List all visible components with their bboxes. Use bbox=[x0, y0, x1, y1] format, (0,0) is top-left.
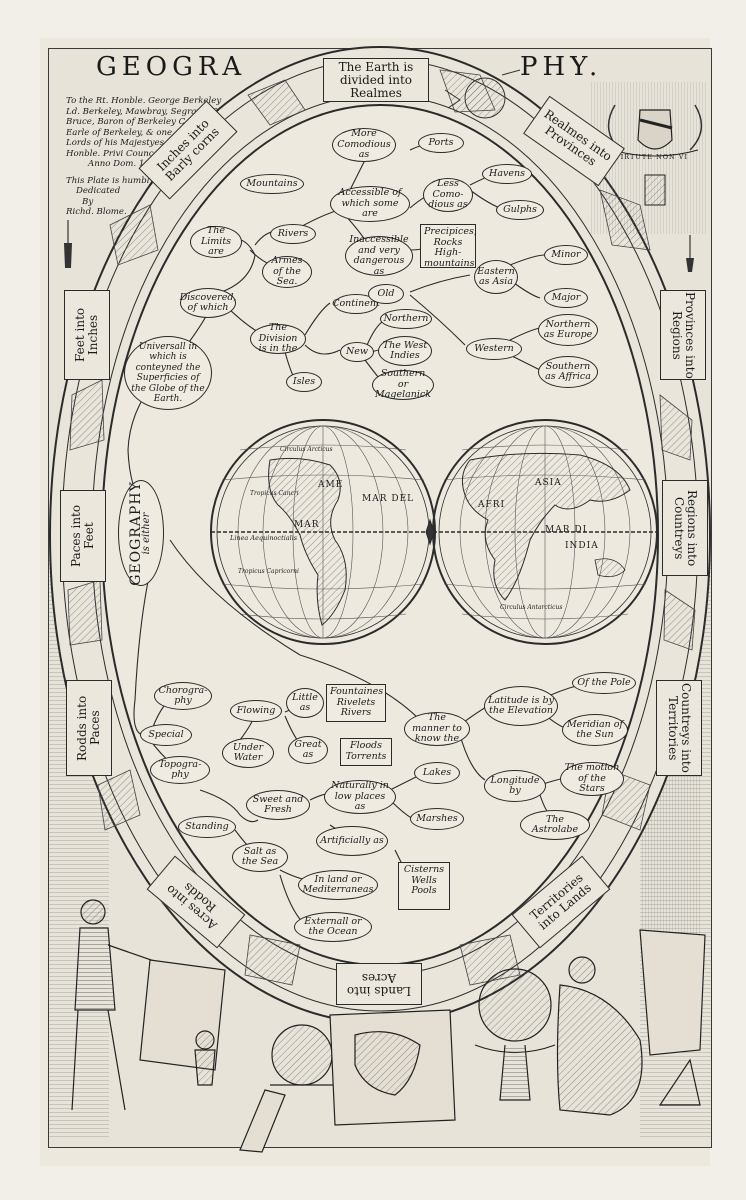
cartouche-regions-into-countreys: Regions into Countreys bbox=[662, 480, 708, 576]
bubble-topography: Topogra-phy bbox=[150, 756, 210, 784]
cartouche-paces-into-feet: Paces into Feet bbox=[60, 490, 106, 582]
bubble-sweet-fresh: Sweet and Fresh bbox=[246, 790, 310, 820]
bubble-northern: Northern bbox=[380, 309, 432, 329]
bubble-under-water: Under Water bbox=[222, 738, 274, 768]
bubble-inaccessible: Inaccessible and very dangerous as bbox=[345, 236, 413, 276]
bubble-artificially: Artificially as bbox=[316, 826, 388, 856]
box-fountaines: Fountaines Rivelets Rivers bbox=[326, 684, 386, 722]
bubble-accessible: Accessible of which some are bbox=[330, 186, 410, 222]
bubble-marshes: Marshes bbox=[410, 808, 464, 830]
cartouche-countreys-into-territories: Countreys into Territories bbox=[656, 680, 702, 776]
box-cisterns: Cisterns Wells Pools bbox=[398, 862, 450, 910]
bubble-mountains: Mountains bbox=[240, 174, 304, 194]
bubble-rivers: Rivers bbox=[270, 224, 316, 244]
map-label-asia: ASIA bbox=[535, 478, 562, 488]
box-precipices: Precipices, Rocks High-mountains bbox=[420, 224, 476, 268]
bubble-latitude: Latitude is by the Elevation bbox=[484, 686, 558, 726]
bubble-chorography: Chorogra-phy bbox=[154, 682, 212, 710]
cartouche-feet-into-inches: Feet into Inches bbox=[64, 290, 110, 380]
bubble-meridian: Meridian of the Sun bbox=[562, 714, 628, 746]
bubble-southern-affrica: Southern as Affrica bbox=[538, 356, 598, 388]
bubble-astrolabe: The Astrolabe bbox=[520, 810, 590, 840]
dedication-line: By bbox=[66, 197, 218, 208]
bubble-havens: Havens bbox=[482, 164, 532, 184]
bubble-longitude: Longitude by bbox=[484, 770, 546, 802]
bubble-armes-of-sea: Armes of the Sea. bbox=[262, 256, 312, 288]
bubble-special: Special bbox=[140, 724, 192, 746]
map-label-mar: MAR bbox=[294, 520, 320, 530]
bubble-great: Great as bbox=[288, 736, 328, 764]
shield-icon bbox=[638, 110, 672, 149]
map-label-america: AME bbox=[318, 480, 343, 490]
dedication-line: To the Rt. Honble. George Berkeley bbox=[66, 96, 218, 107]
bubble-the-limits: The Limits are bbox=[190, 226, 242, 258]
map-label-tropicus-capricorni: Tropicus Capricorni bbox=[238, 568, 299, 575]
dedication-line: Richd. Blome. bbox=[66, 207, 218, 218]
bubble-of-the-pole: Of the Pole bbox=[572, 672, 636, 694]
bubble-old: Old bbox=[368, 284, 404, 304]
map-label-india: INDIA bbox=[565, 541, 599, 551]
bubble-more-comodious: More Comodious as bbox=[332, 128, 396, 162]
map-label-afri: AFRI bbox=[478, 500, 505, 510]
bubble-salt-sea: Salt as the Sea bbox=[232, 842, 288, 872]
bubble-flowing: Flowing bbox=[230, 700, 282, 722]
motto-text: VIRTUTE NON VI bbox=[615, 153, 688, 161]
bubble-west-indies: The West Indies bbox=[378, 336, 432, 366]
bubble-standing: Standing bbox=[178, 816, 236, 838]
bubble-isles: Isles bbox=[286, 372, 322, 392]
cartouche-rodds-into-paces: Rodds into Paces bbox=[66, 680, 112, 776]
cartouche-provinces-into-regions: Provinces into Regions bbox=[660, 290, 706, 380]
bubble-the-division: The Division is in the bbox=[250, 324, 306, 354]
map-label-circulus-arcticus: Circulus Arcticus bbox=[280, 446, 333, 453]
bubble-lakes: Lakes bbox=[414, 762, 460, 784]
bubble-manner: The manner to know the bbox=[404, 712, 470, 746]
map-label-mar-del: MAR DEL bbox=[362, 494, 414, 504]
bubble-inland: In land or Mediterraneas bbox=[298, 870, 378, 900]
bubble-motion-of-stars: The motion of the Stars bbox=[560, 762, 624, 796]
bubble-ports: Ports bbox=[418, 133, 464, 153]
bubble-little: Little as bbox=[286, 688, 324, 718]
cartouche-lands-into-acres: Lands into Acres bbox=[336, 963, 422, 1005]
geography-oval: GEOGRAPHY is either bbox=[118, 480, 164, 586]
bubble-externall: Externall or the Ocean bbox=[294, 912, 372, 942]
bubble-naturally: Naturally in low places as bbox=[324, 780, 396, 814]
bubble-minor: Minor bbox=[544, 245, 588, 265]
dedication-line: This Plate is humbly bbox=[66, 176, 218, 187]
bubble-major: Major bbox=[544, 288, 588, 308]
map-label-mar-di: MAR DI bbox=[545, 525, 587, 535]
tassel-decoration bbox=[64, 220, 72, 268]
cartouche-earth-into-realmes: The Earth is divided into Realmes bbox=[323, 58, 429, 102]
bubble-northern-europe: Northern as Europe bbox=[538, 314, 598, 346]
bubble-new: New bbox=[340, 342, 374, 362]
map-label-circulus-antarcticus: Circulus Antarcticus bbox=[500, 604, 562, 611]
map-label-tropicus-cancri: Tropicus Cancri bbox=[250, 490, 299, 497]
bubble-less-comodious: Less Como-dious as bbox=[423, 178, 473, 212]
page-title-left: GEOGRA bbox=[96, 52, 246, 82]
geography-title: GEOGRAPHY bbox=[131, 481, 142, 586]
bubble-southern-magelanick: Southern or Magelanick bbox=[372, 370, 434, 400]
map-label-linea: Linea Aequinoctialis bbox=[230, 534, 297, 542]
box-floods: Floods Torrents bbox=[340, 738, 392, 766]
dedication-line: Dedicated bbox=[66, 186, 218, 197]
bubble-western: Western bbox=[466, 338, 522, 360]
bubble-universall: Universall in which is conteyned the Sup… bbox=[124, 336, 212, 410]
bubble-gulphs: Gulphs bbox=[496, 200, 544, 220]
bubble-eastern-asia: Eastern as Asia bbox=[474, 260, 518, 294]
page-title-right: PHY. bbox=[520, 52, 602, 82]
bubble-discovered: Discovered, of which bbox=[180, 288, 236, 318]
